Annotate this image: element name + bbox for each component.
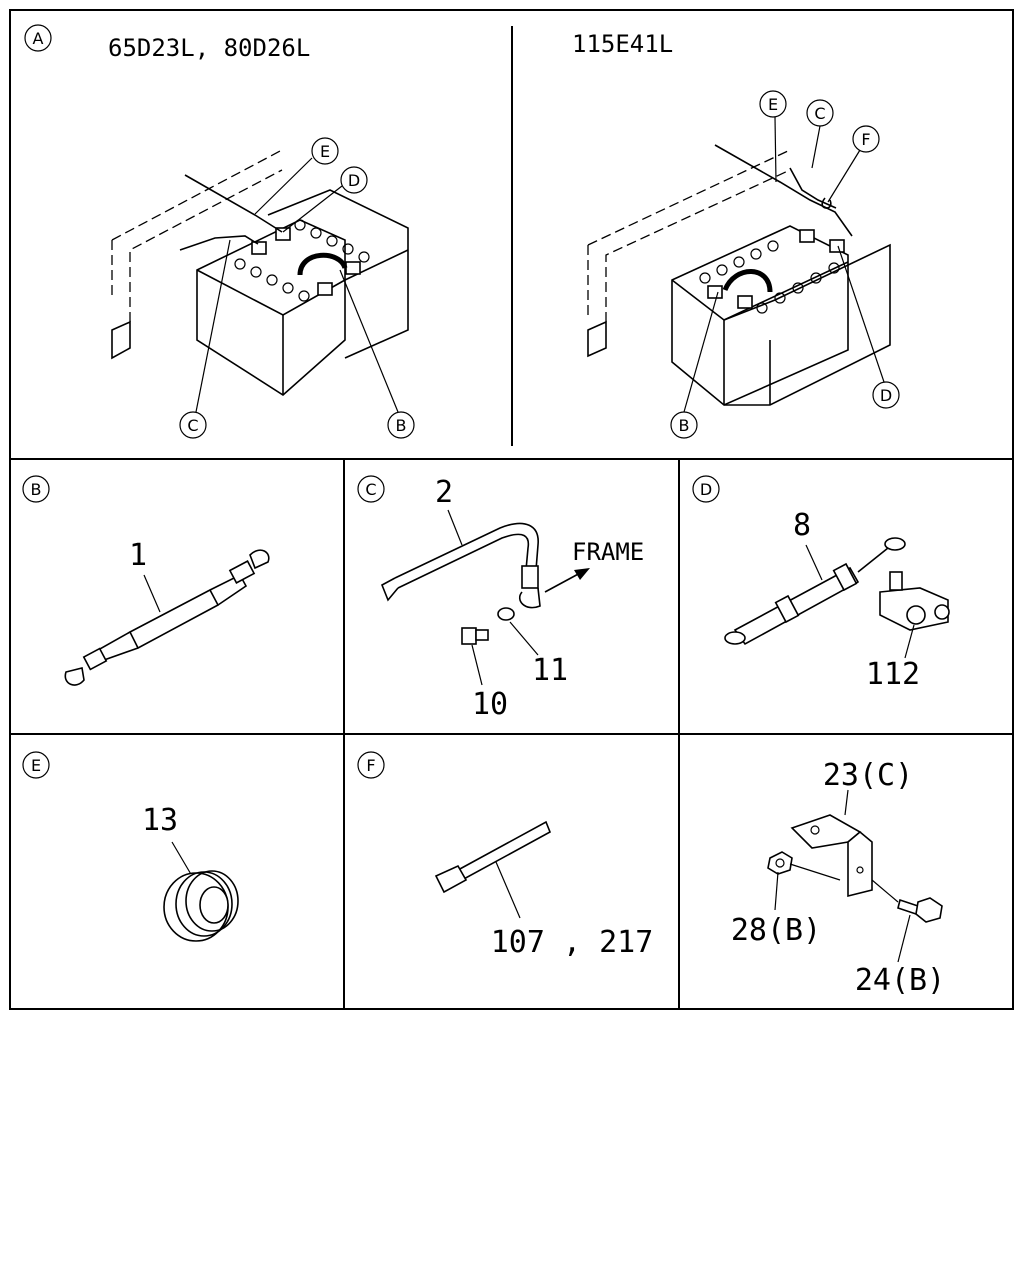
frame-grid bbox=[9, 9, 1014, 1010]
part-label-28b: 28(B) bbox=[731, 913, 821, 948]
battery-jumper-cable bbox=[64, 549, 270, 686]
battery-cable-8 bbox=[724, 537, 906, 646]
panel-e: E 13 bbox=[22, 751, 239, 942]
part-label-10: 10 bbox=[472, 687, 508, 722]
right-battery-illustration bbox=[587, 116, 891, 413]
svg-text:C: C bbox=[187, 416, 198, 435]
washer-11 bbox=[497, 607, 515, 621]
svg-text:F: F bbox=[861, 130, 870, 149]
ground-cable bbox=[380, 522, 541, 609]
panel-b: B 1 bbox=[22, 475, 270, 686]
left-battery-caps bbox=[234, 219, 370, 302]
part-label-1: 1 bbox=[129, 538, 147, 573]
bolt-24 bbox=[871, 879, 943, 923]
part-label-23c: 23(C) bbox=[823, 758, 913, 793]
part-label-11: 11 bbox=[532, 653, 568, 688]
bolt-10 bbox=[461, 627, 489, 645]
panel-f-letter: F bbox=[366, 756, 375, 775]
svg-text:B: B bbox=[679, 416, 690, 435]
part-label-8: 8 bbox=[793, 508, 811, 543]
panel-a-letter: A bbox=[33, 29, 44, 48]
part-label-24b: 24(B) bbox=[855, 963, 945, 998]
nut-28 bbox=[767, 851, 841, 881]
svg-text:B: B bbox=[396, 416, 407, 435]
panel-a-left-title: 65D23L, 80D26L bbox=[108, 34, 310, 62]
svg-text:D: D bbox=[348, 171, 360, 190]
panel-g: 23(C) 28(B) 24(B) bbox=[731, 758, 945, 998]
cable-tie bbox=[434, 820, 552, 894]
part-label-107-217: 107 , 217 bbox=[491, 925, 654, 960]
panel-e-letter: E bbox=[31, 756, 41, 775]
panel-b-letter: B bbox=[31, 480, 42, 499]
frame-label: FRAME bbox=[572, 538, 644, 566]
grommet-13 bbox=[163, 870, 239, 942]
part-label-112: 112 bbox=[866, 657, 920, 692]
panel-d-letter: D bbox=[700, 480, 712, 499]
panel-a: A 65D23L, 80D26L 115E41L bbox=[24, 24, 900, 439]
panel-f: F 107 , 217 bbox=[357, 751, 654, 960]
panel-c: C 2 FRAME 11 10 bbox=[357, 475, 644, 722]
bracket-23 bbox=[790, 814, 873, 898]
part-label-2: 2 bbox=[435, 475, 453, 510]
svg-text:E: E bbox=[320, 142, 330, 161]
panel-a-marker: A bbox=[24, 24, 52, 52]
svg-text:E: E bbox=[768, 95, 778, 114]
svg-text:C: C bbox=[814, 104, 825, 123]
part-label-13: 13 bbox=[142, 803, 178, 838]
left-callouts: E D C B bbox=[179, 137, 415, 439]
right-callouts: E C F B D bbox=[670, 90, 900, 439]
panel-d: D 8 112 bbox=[692, 475, 950, 692]
panel-a-right-title: 115E41L bbox=[572, 30, 673, 58]
frame-arrow bbox=[544, 568, 590, 593]
terminal-112 bbox=[879, 571, 950, 631]
panel-c-letter: C bbox=[365, 480, 376, 499]
left-battery-illustration bbox=[111, 149, 409, 413]
svg-text:D: D bbox=[880, 386, 892, 405]
right-battery-caps bbox=[699, 240, 840, 314]
